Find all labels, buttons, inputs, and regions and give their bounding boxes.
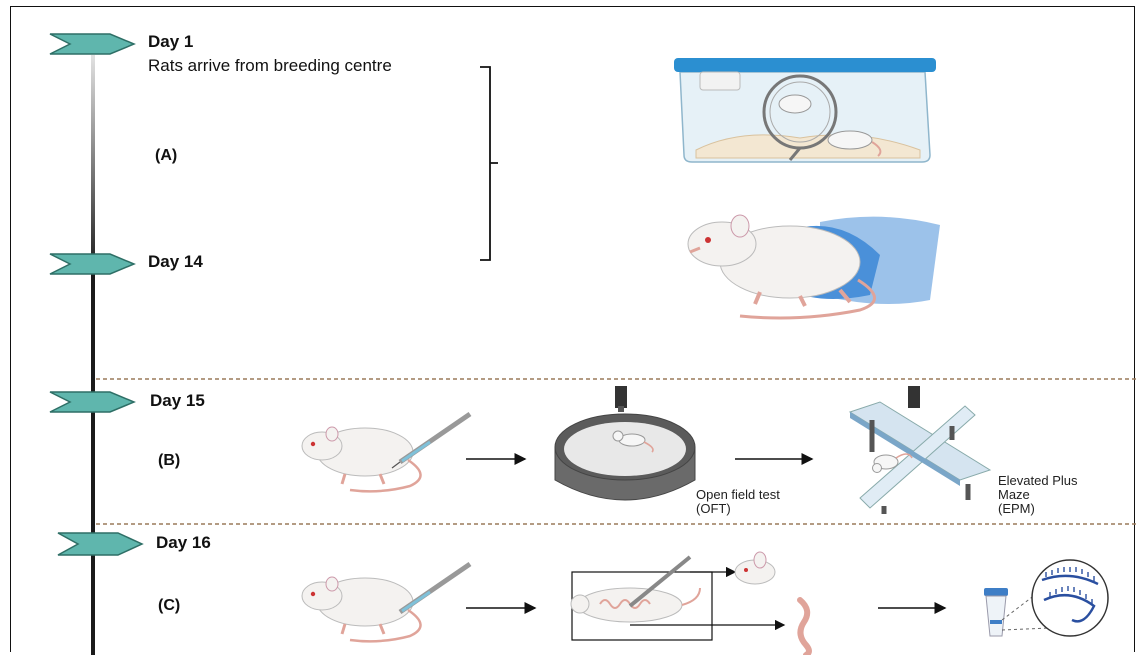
day16-label: Day 16 <box>156 533 211 553</box>
timeline-line <box>91 262 95 655</box>
oft-label: Open field test (OFT) <box>696 488 826 516</box>
epm-line2: Maze <box>998 488 1118 502</box>
day1-note: Rats arrive from breeding centre <box>148 56 392 76</box>
injected-rat-c-icon <box>302 564 470 641</box>
epm-label: Elevated Plus Maze (EPM) <box>998 474 1118 516</box>
day15-label: Day 15 <box>150 391 205 411</box>
day14-marker-icon <box>50 254 134 274</box>
elevated-plus-maze-icon <box>850 386 990 514</box>
epm-line1: Elevated Plus <box>998 474 1118 488</box>
timeline-line-faded <box>91 55 95 265</box>
intestine-icon <box>800 600 809 655</box>
epm-abbr: (EPM) <box>998 502 1118 516</box>
day15-marker-icon <box>50 392 134 412</box>
dissection-rat-icon <box>571 557 712 640</box>
rat-head-icon <box>735 552 775 584</box>
oft-abbr: (OFT) <box>696 502 826 516</box>
section-c-label: (C) <box>158 597 180 615</box>
injected-rat-b-icon <box>302 414 470 491</box>
section-a-bracket <box>480 67 498 260</box>
oft-name: Open field test <box>696 488 826 502</box>
day1-label: Day 1 <box>148 32 193 52</box>
dna-strand-icon <box>1032 560 1108 636</box>
open-field-arena-icon <box>555 386 695 500</box>
handled-rat-icon <box>688 215 940 318</box>
section-b-label: (B) <box>158 452 180 470</box>
rat-cage-icon <box>674 58 936 162</box>
day16-marker-icon <box>58 533 142 555</box>
day14-label: Day 14 <box>148 252 203 272</box>
section-a-label: (A) <box>155 147 177 165</box>
day1-marker-icon <box>50 34 134 54</box>
